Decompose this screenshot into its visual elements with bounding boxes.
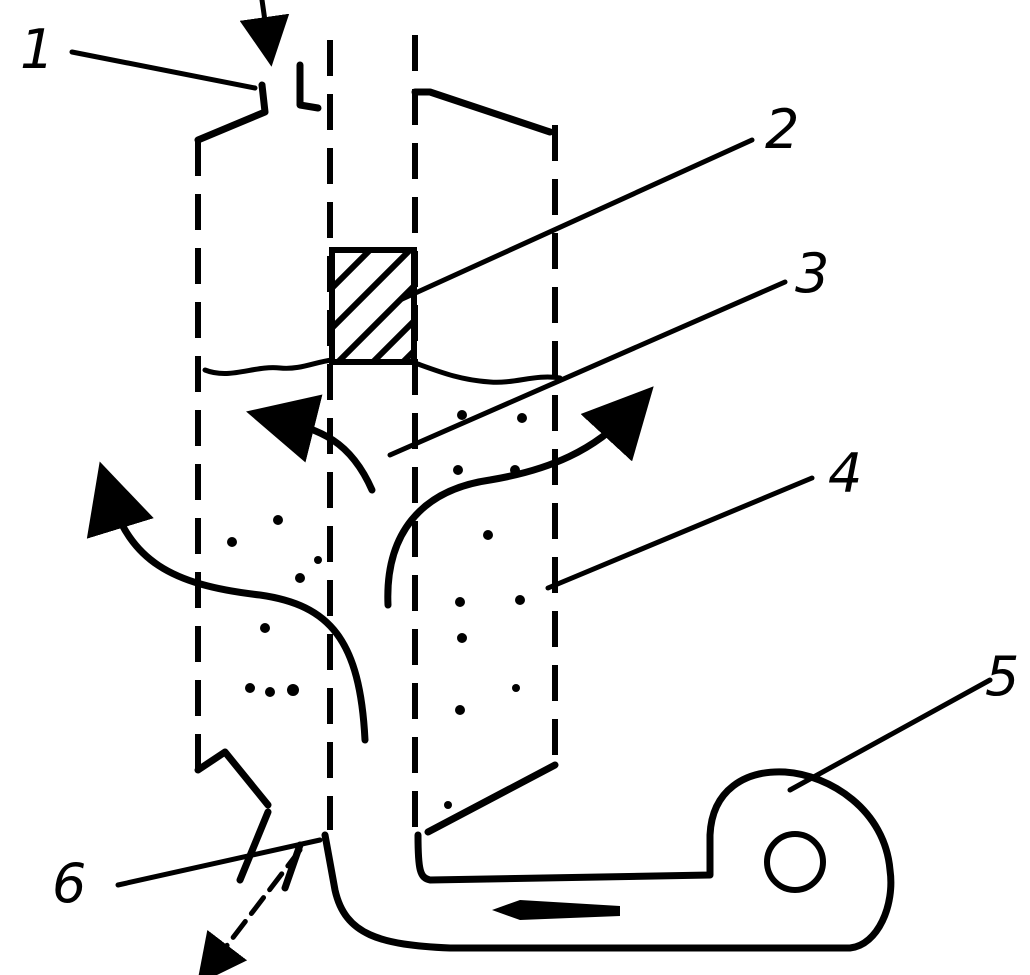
- vessel-bottom-right: [424, 761, 559, 836]
- hatched-block: [329, 247, 417, 365]
- flow-arrow-upper-left: [246, 394, 376, 494]
- duct-flow-arrow: [492, 900, 620, 920]
- bed-surface-right: [412, 360, 563, 385]
- label-5: 5: [985, 645, 1019, 708]
- leader-6: [115, 837, 323, 888]
- label-4: 4: [828, 442, 862, 505]
- bed-surface-left: [202, 357, 335, 376]
- leader-4: [545, 475, 815, 591]
- leader-2: [397, 137, 755, 303]
- flow-arrow-lower-left: [86, 461, 369, 744]
- outlet-arrow-dashed: [196, 847, 303, 975]
- label-2: 2: [765, 98, 799, 161]
- flow-arrow-right: [384, 386, 654, 609]
- leader-5: [787, 677, 993, 793]
- blower-hub: [764, 831, 826, 893]
- bed-particles: [227, 410, 527, 809]
- return-duct-outer: [321, 768, 895, 952]
- top-lid-left: [194, 81, 269, 144]
- outlet-arrow-inner: [281, 841, 304, 892]
- top-lid-right: [411, 88, 554, 136]
- label-1: 1: [20, 18, 54, 81]
- inlet-nozzle: [296, 61, 322, 112]
- label-6: 6: [52, 852, 86, 915]
- leader-3: [387, 279, 788, 458]
- leader-1: [69, 49, 258, 91]
- vessel-bottom-left: [194, 748, 272, 809]
- label-3: 3: [795, 242, 829, 305]
- inlet-arrow: [239, 0, 290, 67]
- outlet-arrow-outer: [236, 808, 272, 884]
